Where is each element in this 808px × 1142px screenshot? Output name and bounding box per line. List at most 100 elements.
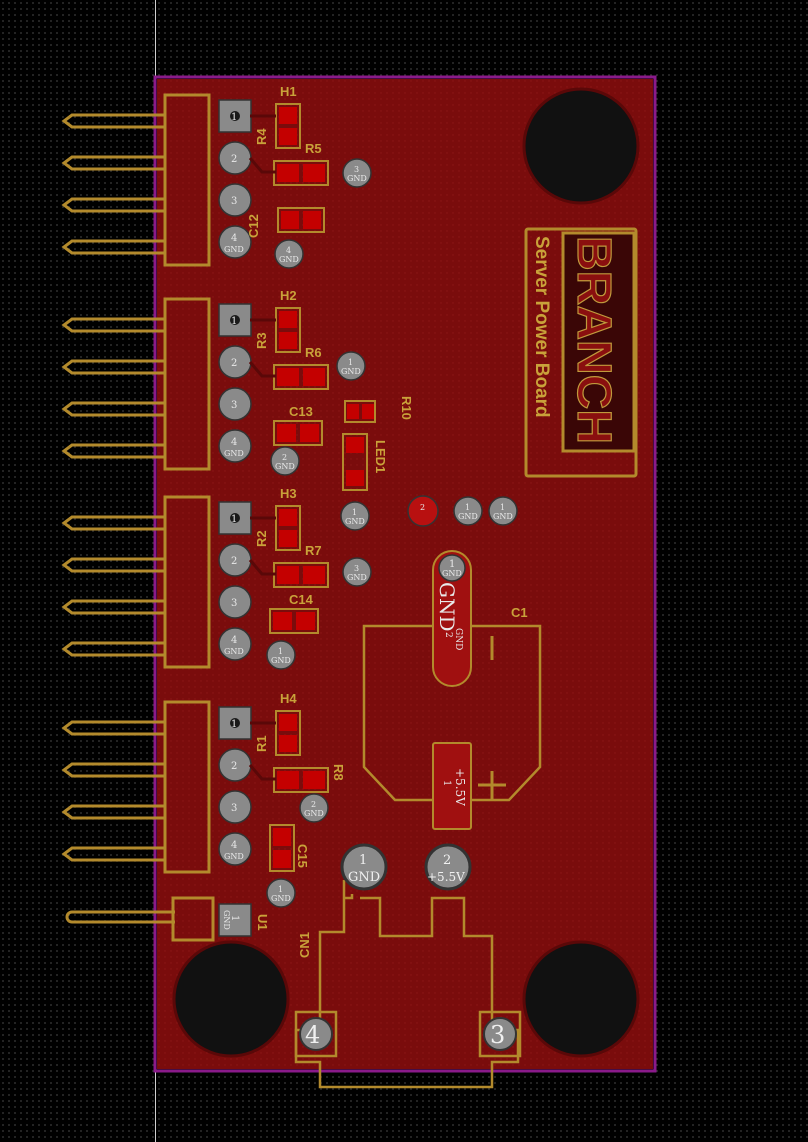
header-pad-square[interactable] [218, 706, 252, 740]
header-pin-lead [61, 515, 165, 531]
cn1-pin1-pad[interactable] [340, 843, 388, 891]
header-pin-lead [61, 401, 165, 417]
c1-bottom-net: +5.5V [453, 768, 467, 806]
via-net: GND [279, 255, 299, 264]
header-pad-pin: 4 [231, 437, 237, 448]
header-pin-lead [61, 804, 165, 820]
header-pad-round[interactable] [218, 832, 252, 866]
via-pin: 1 [348, 358, 353, 367]
cap-c15 [269, 824, 295, 872]
resistor-vertical-label: R2 [254, 530, 269, 547]
header-pad-round[interactable] [218, 387, 252, 421]
header-housing [163, 297, 211, 471]
via-pin: 2 [420, 503, 425, 512]
header-pad-pin: 4 [231, 840, 237, 851]
via-pin: 1 [352, 508, 357, 517]
header-pin-lead [61, 317, 165, 333]
u1-header: 1 GND U1 [65, 896, 270, 942]
c1-top-net: GND [442, 569, 462, 578]
c1-pad-top[interactable] [432, 550, 472, 687]
c1-bottom-num: 1 [441, 780, 452, 786]
led1-group: R10 LED1 [342, 396, 414, 491]
header-pad-pin: 1 [231, 514, 237, 525]
cn1-pin2-net: +5.5V [427, 870, 465, 884]
cn1-label: CN1 [297, 932, 312, 958]
via-net: GND [458, 512, 478, 521]
header-housing [163, 495, 211, 669]
via-net: GND [345, 517, 365, 526]
via-net: GND [271, 656, 291, 665]
via-pin: 1 [465, 503, 470, 512]
h-ref-label: H2 [280, 288, 297, 303]
c1-footprint: C1 1 GND GND GND 2 +5.5V 1 [362, 550, 542, 830]
header-pin-lead [61, 443, 165, 459]
resistor-horizontal-label: R7 [305, 543, 322, 558]
header-pin-lead [61, 720, 165, 736]
mounting-hole-top-right [522, 87, 640, 205]
r10-label: R10 [399, 396, 414, 420]
u1-label: U1 [255, 914, 270, 931]
header-pad-round[interactable] [218, 790, 252, 824]
header-pad-net: GND [224, 852, 244, 861]
resistor-vertical-label: R3 [254, 332, 269, 349]
cn1-pin4-label: 4 [305, 1021, 320, 1049]
h-ref-label: H1 [280, 84, 297, 99]
header-pad-round[interactable] [218, 183, 252, 217]
header-pad-pin: 2 [231, 358, 237, 369]
header-pad-net: GND [224, 245, 244, 254]
cn1-connector: 4 3 1 GND 2 +5.5V CN1 [294, 843, 522, 1089]
c1-pad-num-2: 2 [443, 632, 453, 638]
h-ref-label: H4 [280, 691, 297, 706]
cap-c15-label: C15 [295, 844, 310, 868]
via[interactable]: 2 [407, 495, 439, 527]
c1-top-pin: 1 [449, 559, 455, 570]
cap-c12-label: C12 [246, 214, 261, 238]
header-pad-round[interactable] [218, 585, 252, 619]
header-pad-pin: 1 [231, 719, 237, 730]
cn1-pin4-pad[interactable] [299, 1017, 333, 1051]
header-pad-pin: 2 [231, 761, 237, 772]
board-subtitle: Server Power Board [531, 236, 552, 418]
header-pad-pin: 2 [231, 154, 237, 165]
cap-c14 [269, 608, 319, 634]
via-pin: 3 [354, 564, 359, 573]
u1-pad[interactable] [218, 903, 252, 937]
header-pad-pin: 1 [231, 316, 237, 327]
header-pad-round[interactable] [218, 627, 252, 661]
led1-label: LED1 [373, 440, 388, 473]
via-pin: 2 [282, 453, 287, 462]
header-pad-pin: 3 [231, 598, 237, 609]
resistor-horizontal [273, 160, 329, 186]
header-pad-square[interactable] [218, 99, 252, 133]
resistor-vertical [275, 505, 301, 551]
cn1-pin2-pad[interactable] [424, 843, 472, 891]
cn1-pin3-pad[interactable] [483, 1017, 517, 1051]
c1-pad-gnd-small: GND [453, 628, 463, 650]
header-pad-round[interactable] [218, 429, 252, 463]
mounting-hole-bottom-right [522, 940, 640, 1058]
header-pad-round[interactable] [218, 225, 252, 259]
cap-c14-label: C14 [289, 592, 314, 607]
resistor-horizontal [273, 364, 329, 390]
header-pad-pin: 2 [231, 556, 237, 567]
via-net: GND [304, 809, 324, 818]
header-pin-lead [61, 155, 165, 171]
c1-pad-gnd-big: GND [435, 582, 459, 632]
header-housing [163, 93, 211, 267]
drill-hole [230, 315, 240, 325]
resistor-vertical [275, 710, 301, 756]
c1-pad-bottom[interactable] [432, 742, 472, 830]
